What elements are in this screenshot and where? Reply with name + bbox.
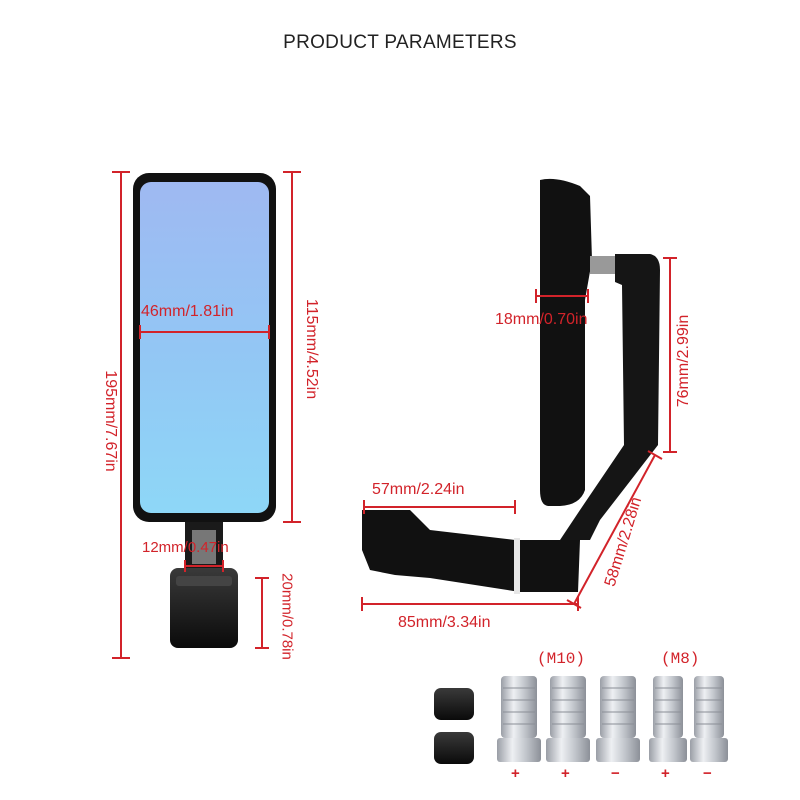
glass-width-label: 46mm/1.81in xyxy=(141,303,234,320)
m8-label: (M8) xyxy=(661,650,700,668)
mirror-thickness-label: 18mm/0.70in xyxy=(495,311,588,328)
end-cap-top xyxy=(434,688,474,720)
mirror-height-label: 115mm/4.52in xyxy=(303,298,320,400)
base-height-label: 20mm/0.78in xyxy=(278,573,296,660)
mount-total-label: 85mm/3.34in xyxy=(398,614,491,631)
dimension-lines xyxy=(112,171,677,659)
bolt-m10-1 xyxy=(497,676,541,762)
arm-vertical-label: 76mm/2.99in xyxy=(675,314,692,408)
mount-inner-label: 57mm/2.24in xyxy=(372,481,465,498)
mirror-arm xyxy=(560,254,660,540)
bolt-sign-3: − xyxy=(611,765,620,782)
side-mirror xyxy=(362,178,660,594)
mirror-base xyxy=(170,568,238,648)
bolt-sign-5: − xyxy=(703,765,712,782)
page-title: PRODUCT PARAMETERS xyxy=(283,32,517,53)
total-height-label: 195mm/7.67in xyxy=(102,370,119,472)
m10-label: (M10) xyxy=(537,650,586,668)
end-cap-bottom xyxy=(434,732,474,764)
mount-bracket xyxy=(362,510,580,592)
bolt-m8-2 xyxy=(690,676,728,762)
bolt-sign-4: + xyxy=(661,765,670,782)
mirror-glass xyxy=(140,182,269,513)
bolt-m10-2 xyxy=(546,676,590,762)
mirror-housing-side xyxy=(540,178,592,506)
bolt-m8-1 xyxy=(649,676,687,762)
bolt-sign-2: + xyxy=(561,765,570,782)
hardware-kit xyxy=(434,676,728,764)
bolt-m10-3 xyxy=(596,676,640,762)
stem-width-label: 12mm/0.47in xyxy=(142,539,229,556)
bolt-sign-1: + xyxy=(511,765,520,782)
front-mirror xyxy=(133,173,276,648)
